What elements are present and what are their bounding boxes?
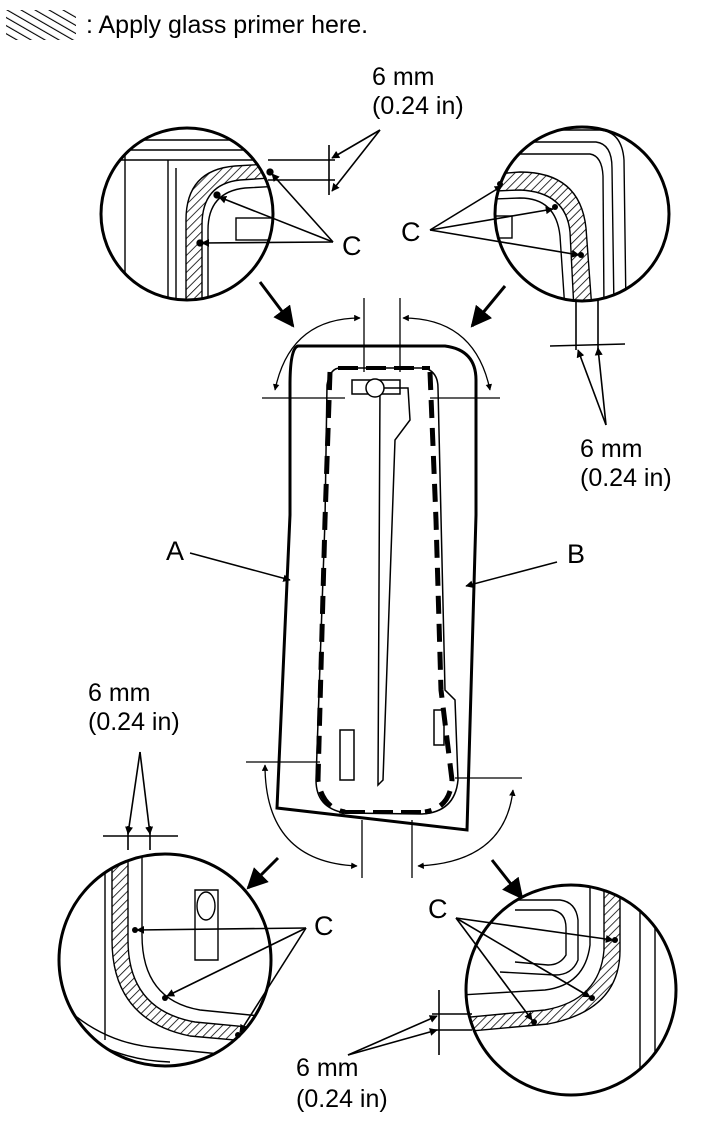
label-b: B: [567, 539, 586, 569]
dim-right-mm: 6 mm: [580, 435, 643, 463]
windshield-glass: [275, 344, 478, 832]
legend-text: : Apply glass primer here.: [86, 10, 369, 39]
dim-top-mm: 6 mm: [372, 63, 435, 91]
dim-top-in: (0.24 in): [372, 92, 464, 120]
callout-arrows: [246, 281, 524, 900]
dim-bottom-in: (0.24 in): [296, 1085, 388, 1113]
label-c-top-left: C: [342, 231, 362, 261]
dimension-lines: [246, 298, 522, 878]
label-c-bottom-right: C: [428, 894, 448, 924]
detail-top-left: [99, 126, 381, 302]
label-c-bottom-left: C: [314, 911, 334, 941]
legend: : Apply glass primer here.: [6, 8, 368, 42]
dim-left-mm: 6 mm: [88, 679, 151, 707]
label-a: A: [166, 536, 185, 566]
label-c-top-right: C: [401, 217, 421, 247]
hatch-swatch-icon: [6, 10, 76, 40]
detail-bottom-left: [57, 751, 307, 1068]
detail-bottom-right: [347, 883, 678, 1097]
label-leaders: [189, 552, 558, 588]
dim-left-in: (0.24 in): [88, 708, 180, 736]
detail-top-right: [429, 125, 671, 426]
dim-bottom-mm: 6 mm: [296, 1054, 359, 1082]
dim-right-in: (0.24 in): [580, 464, 672, 492]
